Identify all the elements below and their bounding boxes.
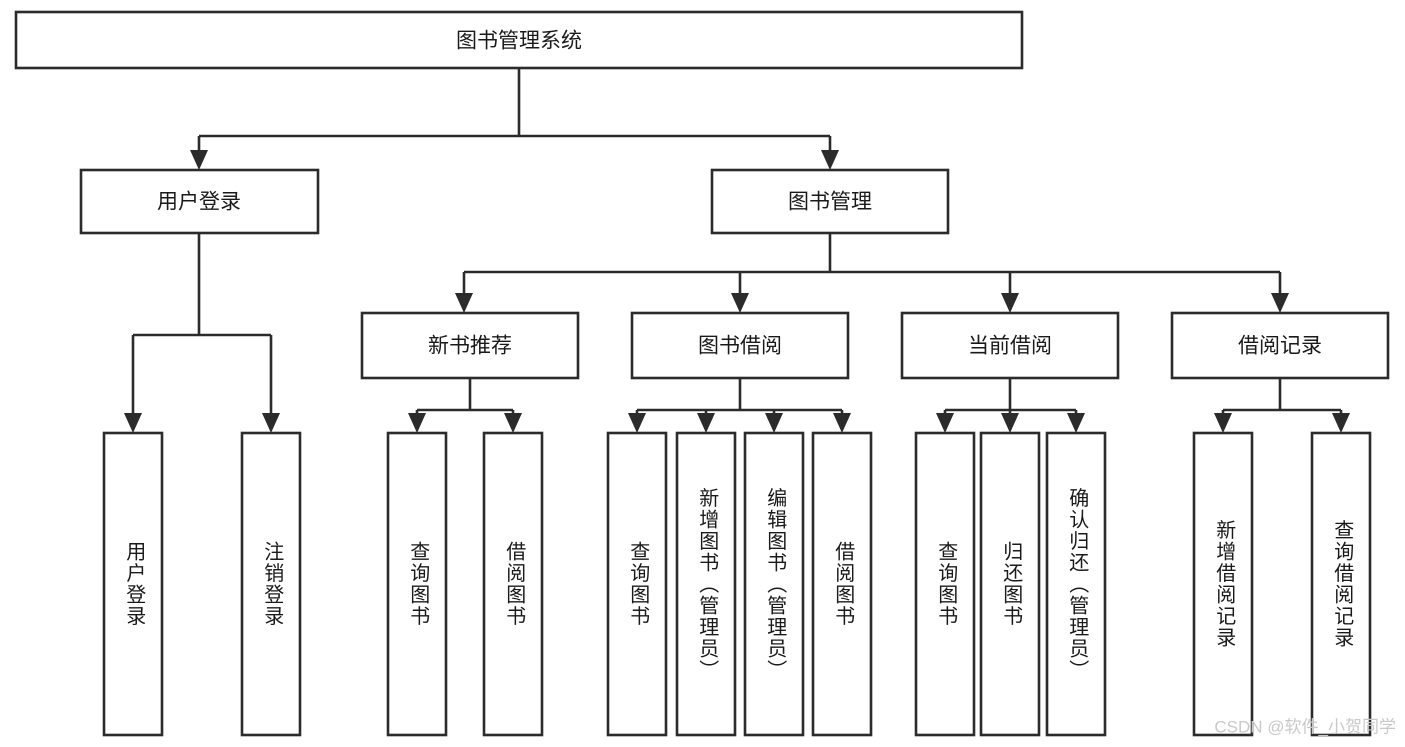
arrow-head-icon [408,413,426,433]
node-leaf-return-book-label: 归还图书 [1000,541,1023,627]
arrow-head-icon [1271,293,1289,313]
arrow-head-icon [731,293,749,313]
watermark-label: CSDN @软件_小贺同学 [1214,717,1396,736]
node-borrow-record-box[interactable] [1170,311,1390,380]
arrow-head-icon [628,413,646,433]
node-leaf-query-book-1-label: 查询图书 [407,541,430,627]
node-root-label: 图书管理系统 [456,30,582,53]
node-leaf-query-book-2-box[interactable] [606,431,668,737]
node-root[interactable]: 图书管理系统 [14,10,1024,70]
node-book-mgmt-box[interactable] [710,168,950,235]
arrow-head-icon [1001,293,1019,313]
node-leaf-query-book-2[interactable]: 查询图书 [606,431,668,737]
node-leaf-user-login[interactable]: 用户登录 [102,431,164,737]
node-leaf-return-book-box[interactable] [979,431,1041,737]
arrow-head-icon [697,413,715,433]
arrow-head-icon [833,413,851,433]
node-borrow-record-label: 借阅记录 [1238,335,1322,358]
node-leaf-confirm-return[interactable]: 确认归还（管理员） [1045,431,1107,737]
node-current-borrow-label: 当前借阅 [968,335,1052,358]
node-book-mgmt-label: 图书管理 [788,191,872,214]
node-leaf-user-login-box[interactable] [102,431,164,737]
node-leaf-add-book[interactable]: 新增图书（管理员） [675,431,737,737]
node-new-book-rec[interactable]: 新书推荐 [360,311,580,380]
node-new-book-rec-label: 新书推荐 [428,335,512,358]
node-leaf-borrow-book-1[interactable]: 借阅图书 [482,431,544,737]
arrow-head-icon [765,413,783,433]
node-leaf-add-book-label: 新增图书（管理员） [696,487,719,681]
node-book-borrow-box[interactable] [630,311,850,380]
arrow-head-icon [455,293,473,313]
node-book-borrow[interactable]: 图书借阅 [630,311,850,380]
arrow-head-icon [821,150,839,170]
node-leaf-user-login-label: 用户登录 [123,541,146,627]
arrow-head-icon [262,413,280,433]
node-current-borrow[interactable]: 当前借阅 [900,311,1120,380]
node-leaf-add-book-box[interactable] [675,431,737,737]
arrow-head-icon [936,413,954,433]
connector-layer [124,68,1350,433]
node-leaf-borrow-book-2[interactable]: 借阅图书 [811,431,873,737]
node-user-login-label: 用户登录 [157,191,241,214]
arrow-head-icon [124,413,142,433]
node-borrow-record[interactable]: 借阅记录 [1170,311,1390,380]
arrow-head-icon [504,413,522,433]
node-new-book-rec-box[interactable] [360,311,580,380]
node-leaf-query-record-label: 查询借阅记录 [1331,519,1354,648]
node-leaf-edit-book-label: 编辑图书（管理员） [764,487,787,681]
node-leaf-query-record[interactable]: 查询借阅记录 [1310,431,1372,737]
node-user-login-box[interactable] [79,168,320,235]
node-current-borrow-box[interactable] [900,311,1120,380]
node-leaf-return-book[interactable]: 归还图书 [979,431,1041,737]
node-leaf-edit-book-box[interactable] [743,431,805,737]
arrow-head-icon [1214,413,1232,433]
node-leaf-query-record-box[interactable] [1310,431,1372,737]
node-book-mgmt[interactable]: 图书管理 [710,168,950,235]
node-leaf-logout-box[interactable] [240,431,302,737]
arrow-head-icon [1001,413,1019,433]
node-book-borrow-label: 图书借阅 [698,335,782,358]
node-leaf-query-book-1[interactable]: 查询图书 [386,431,448,737]
arrow-head-icon [1067,413,1085,433]
node-leaf-confirm-return-label: 确认归还（管理员） [1066,487,1089,681]
node-leaf-add-record-box[interactable] [1192,431,1254,737]
node-leaf-query-book-1-box[interactable] [386,431,448,737]
node-leaf-edit-book[interactable]: 编辑图书（管理员） [743,431,805,737]
node-leaf-query-book-2-label: 查询图书 [627,541,650,627]
node-leaf-borrow-book-2-box[interactable] [811,431,873,737]
node-leaf-borrow-book-1-label: 借阅图书 [503,541,526,627]
node-leaf-add-record[interactable]: 新增借阅记录 [1192,431,1254,737]
arrow-head-icon [1332,413,1350,433]
node-leaf-logout[interactable]: 注销登录 [240,431,302,737]
node-root-box[interactable] [14,10,1024,70]
node-leaf-confirm-return-box[interactable] [1045,431,1107,737]
node-leaf-query-book-3-label: 查询图书 [935,541,958,627]
node-leaf-borrow-book-2-label: 借阅图书 [832,541,855,627]
node-leaf-query-book-3[interactable]: 查询图书 [914,431,976,737]
node-leaf-logout-label: 注销登录 [261,541,284,627]
node-leaf-borrow-book-1-box[interactable] [482,431,544,737]
node-user-login[interactable]: 用户登录 [79,168,320,235]
node-leaf-query-book-3-box[interactable] [914,431,976,737]
node-layer: 图书管理系统 用户登录 图书管理 新书推荐 图书借阅 当前借阅 [14,10,1390,737]
arrow-head-icon [190,150,208,170]
node-leaf-add-record-label: 新增借阅记录 [1213,519,1236,648]
